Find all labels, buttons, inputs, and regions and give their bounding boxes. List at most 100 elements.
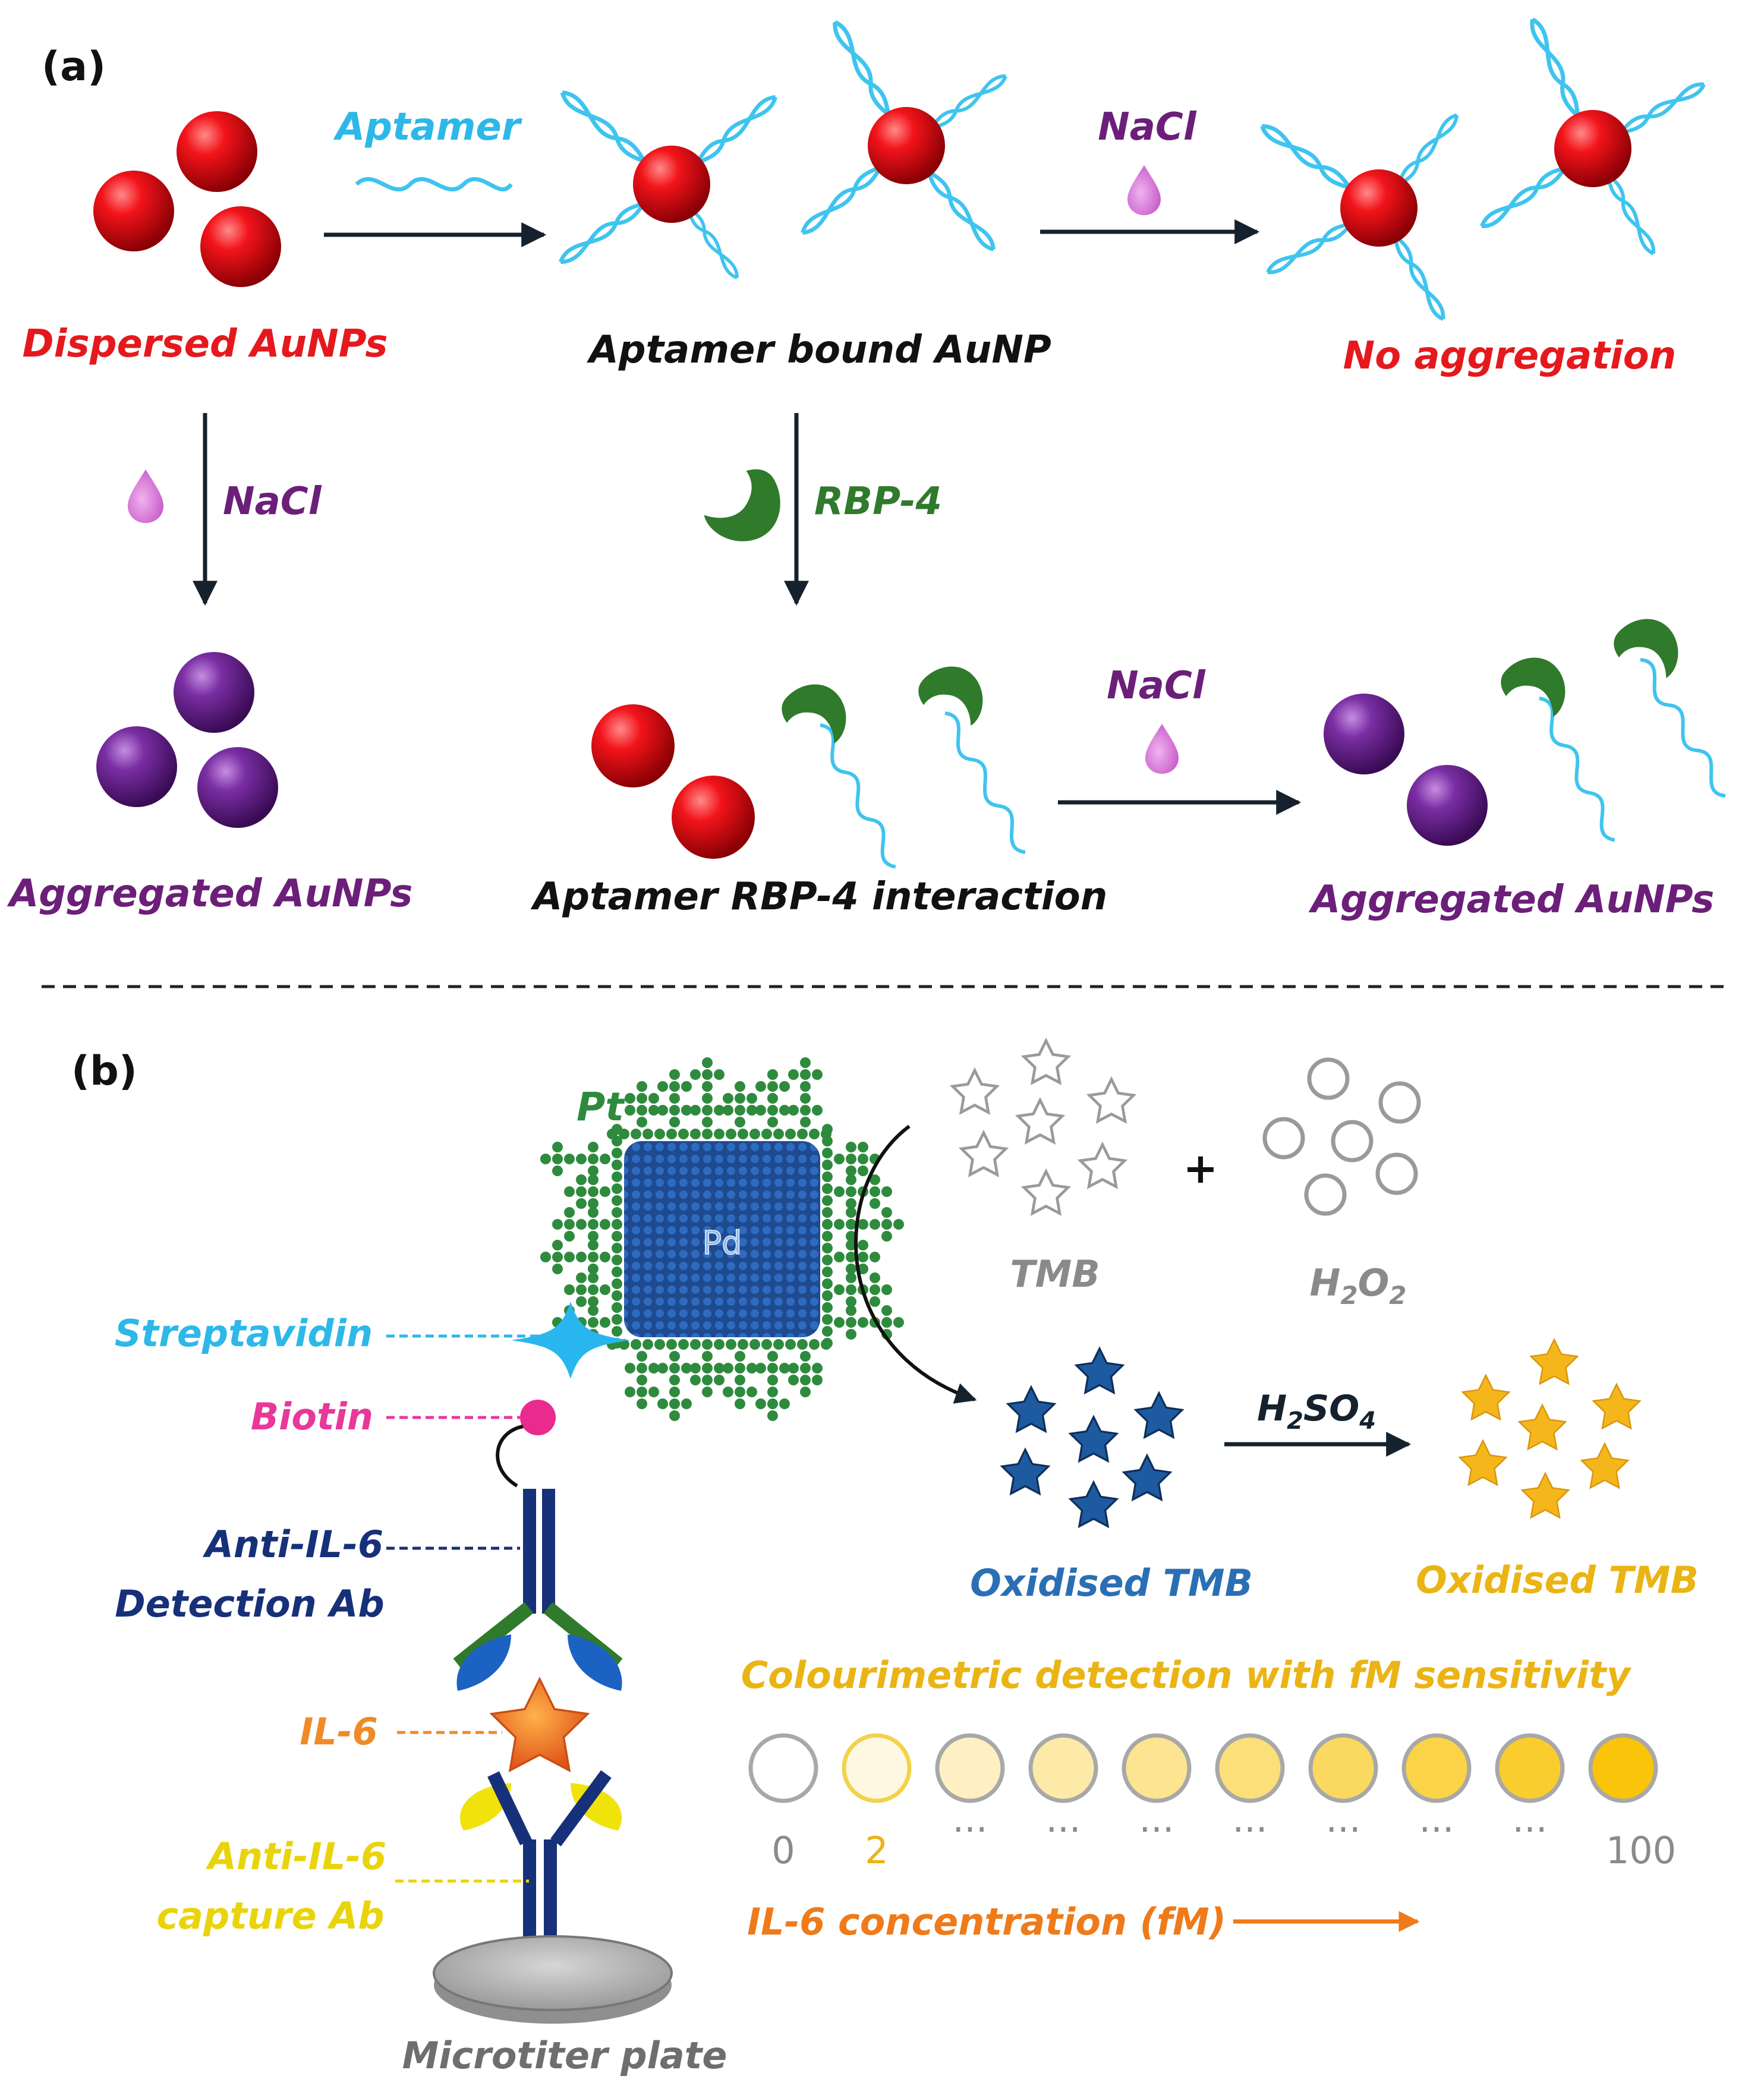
colour-scale-wells — [748, 1733, 1658, 1803]
aptamer-bound-label: Aptamer bound AuNP — [586, 328, 1051, 372]
colour-scale-well — [748, 1733, 818, 1803]
tmb-label: TMB — [1010, 1252, 1100, 1296]
oxidised-blue-label: Oxidised TMB — [970, 1561, 1253, 1605]
oxidised-yellow-label: Oxidised TMB — [1416, 1558, 1699, 1602]
rbp4-protein-icon — [700, 461, 786, 547]
h2o2-label: H2O2 — [1309, 1261, 1406, 1310]
interaction-aunps — [591, 704, 755, 859]
tmb-star-icon — [1089, 1079, 1133, 1122]
detection-ab-line1: Anti-IL-6 — [202, 1523, 383, 1566]
oxidised-tmb-blue-star-icon — [1007, 1386, 1056, 1432]
oxidised-tmb-blue-stars — [1001, 1347, 1183, 1527]
h2so4-label: H2SO4 — [1257, 1388, 1376, 1435]
detection-antibody-icon — [453, 1489, 623, 1691]
no-aggregation-aunp-1 — [1259, 112, 1460, 321]
colour-scale-well — [1401, 1733, 1472, 1803]
colour-scale-label: 2 — [865, 1829, 888, 1872]
capture-ab-line2: capture Ab — [156, 1894, 384, 1938]
tmb-stars — [953, 1041, 1133, 1214]
h2o2-circle-icon — [1262, 1117, 1305, 1160]
pd-label: Pd — [703, 1224, 742, 1262]
colour-scale-well — [1028, 1733, 1098, 1803]
detection-ab-line2: Detection Ab — [115, 1582, 385, 1626]
nacl-drop-bottom-icon — [1145, 724, 1179, 774]
colour-scale-well — [1215, 1733, 1285, 1803]
oxidised-tmb-yellow-star-icon — [1461, 1374, 1510, 1420]
colour-scale-label: ··· — [952, 1808, 987, 1851]
oxidised-tmb-blue-star-icon — [1135, 1392, 1183, 1438]
aggregated-left-label: Aggregated AuNPs — [7, 872, 413, 916]
colourimetric-label: Colourimetric detection with fM sensitiv… — [741, 1653, 1632, 1697]
no-aggregation-aunp-2 — [1479, 17, 1706, 256]
il6-label: IL-6 — [300, 1710, 377, 1753]
concentration-label: IL-6 concentration (fM) — [747, 1900, 1226, 1943]
catalysis-arrow — [854, 1124, 977, 1404]
oxidised-tmb-blue-star-icon — [1075, 1347, 1124, 1394]
oxidised-tmb-yellow-star-icon — [1592, 1383, 1641, 1429]
panel-a-label: (a) — [42, 43, 106, 90]
tmb-star-icon — [953, 1070, 997, 1113]
microtiter-plate-label: Microtiter plate — [402, 2034, 727, 2077]
oxidised-tmb-yellow-star-icon — [1580, 1442, 1629, 1489]
colour-scale-well — [1308, 1733, 1378, 1803]
colour-scale-well — [1495, 1733, 1565, 1803]
colour-scale-label: 0 — [771, 1829, 795, 1872]
colour-scale-label: ··· — [1232, 1808, 1267, 1851]
h2o2-circle-icon — [1331, 1120, 1374, 1163]
oxidised-tmb-yellow-star-icon — [1459, 1439, 1507, 1486]
oxidised-tmb-blue-star-icon — [1069, 1416, 1118, 1462]
nacl-left-label: NaCl — [223, 480, 322, 524]
oxidised-tmb-yellow-star-icon — [1518, 1404, 1567, 1450]
capture-ab-line1: Anti-IL-6 — [205, 1835, 386, 1878]
aptamer-bound-aunp-2 — [799, 20, 1008, 252]
h2o2-molecules — [1262, 1057, 1421, 1216]
h2o2-circle-icon — [1304, 1173, 1347, 1216]
panel-b-label: (b) — [71, 1048, 137, 1095]
nacl-top-label: NaCl — [1098, 105, 1197, 149]
microtiter-plate-icon — [433, 1935, 673, 2024]
aptamer-bound-aunp-1 — [558, 89, 779, 280]
dispersed-aunps-label: Dispersed AuNPs — [23, 322, 388, 366]
no-aggregation-label: No aggregation — [1343, 334, 1677, 378]
tmb-star-icon — [1024, 1041, 1068, 1083]
streptavidin-icon — [511, 1302, 630, 1379]
nacl-drop-left-icon — [128, 470, 163, 523]
colour-scale-label: ··· — [1419, 1808, 1454, 1851]
interaction-aptamer-rbp4-complexes — [778, 661, 1031, 870]
aggregated-aunps-right — [1324, 614, 1731, 846]
oxidised-tmb-blue-star-icon — [1123, 1454, 1171, 1501]
tmb-star-icon — [962, 1133, 1006, 1175]
colour-scale-well — [1588, 1733, 1658, 1803]
oxidised-tmb-yellow-stars — [1459, 1338, 1641, 1519]
nacl-bottom-label: NaCl — [1107, 664, 1206, 708]
biotin-label: Biotin — [251, 1395, 373, 1438]
interaction-label: Aptamer RBP-4 interaction — [530, 875, 1108, 919]
h2o2-circle-icon — [1307, 1057, 1350, 1100]
colour-scale-label: ··· — [1139, 1808, 1174, 1851]
aptamer-label: Aptamer — [333, 105, 522, 149]
rbp4-label: RBP-4 — [814, 480, 942, 524]
oxidised-tmb-blue-star-icon — [1001, 1448, 1050, 1495]
oxidised-tmb-yellow-star-icon — [1521, 1472, 1570, 1519]
tmb-star-icon — [1081, 1145, 1124, 1187]
aggregated-right-label: Aggregated AuNPs — [1308, 878, 1715, 922]
pt-pd-nanoparticle — [540, 1057, 904, 1421]
aggregated-aunps-left — [96, 652, 278, 828]
plus-sign: + — [1183, 1144, 1218, 1193]
nacl-drop-icon — [1127, 165, 1161, 215]
pt-shell — [540, 1057, 904, 1421]
h2o2-circle-icon — [1375, 1152, 1418, 1195]
colour-scale-label: ··· — [1045, 1808, 1081, 1851]
colour-scale-well — [842, 1733, 912, 1803]
colour-scale-label: 100 — [1606, 1829, 1676, 1872]
biotin-linker — [496, 1425, 524, 1488]
tmb-star-icon — [1024, 1171, 1068, 1214]
il6-antigen-icon — [490, 1678, 589, 1772]
colour-scale-label: ··· — [1512, 1808, 1547, 1851]
oxidised-tmb-blue-star-icon — [1069, 1481, 1118, 1527]
colour-scale-well — [935, 1733, 1005, 1803]
tmb-star-icon — [1018, 1100, 1062, 1142]
aptamer-strand-icon — [355, 177, 513, 192]
